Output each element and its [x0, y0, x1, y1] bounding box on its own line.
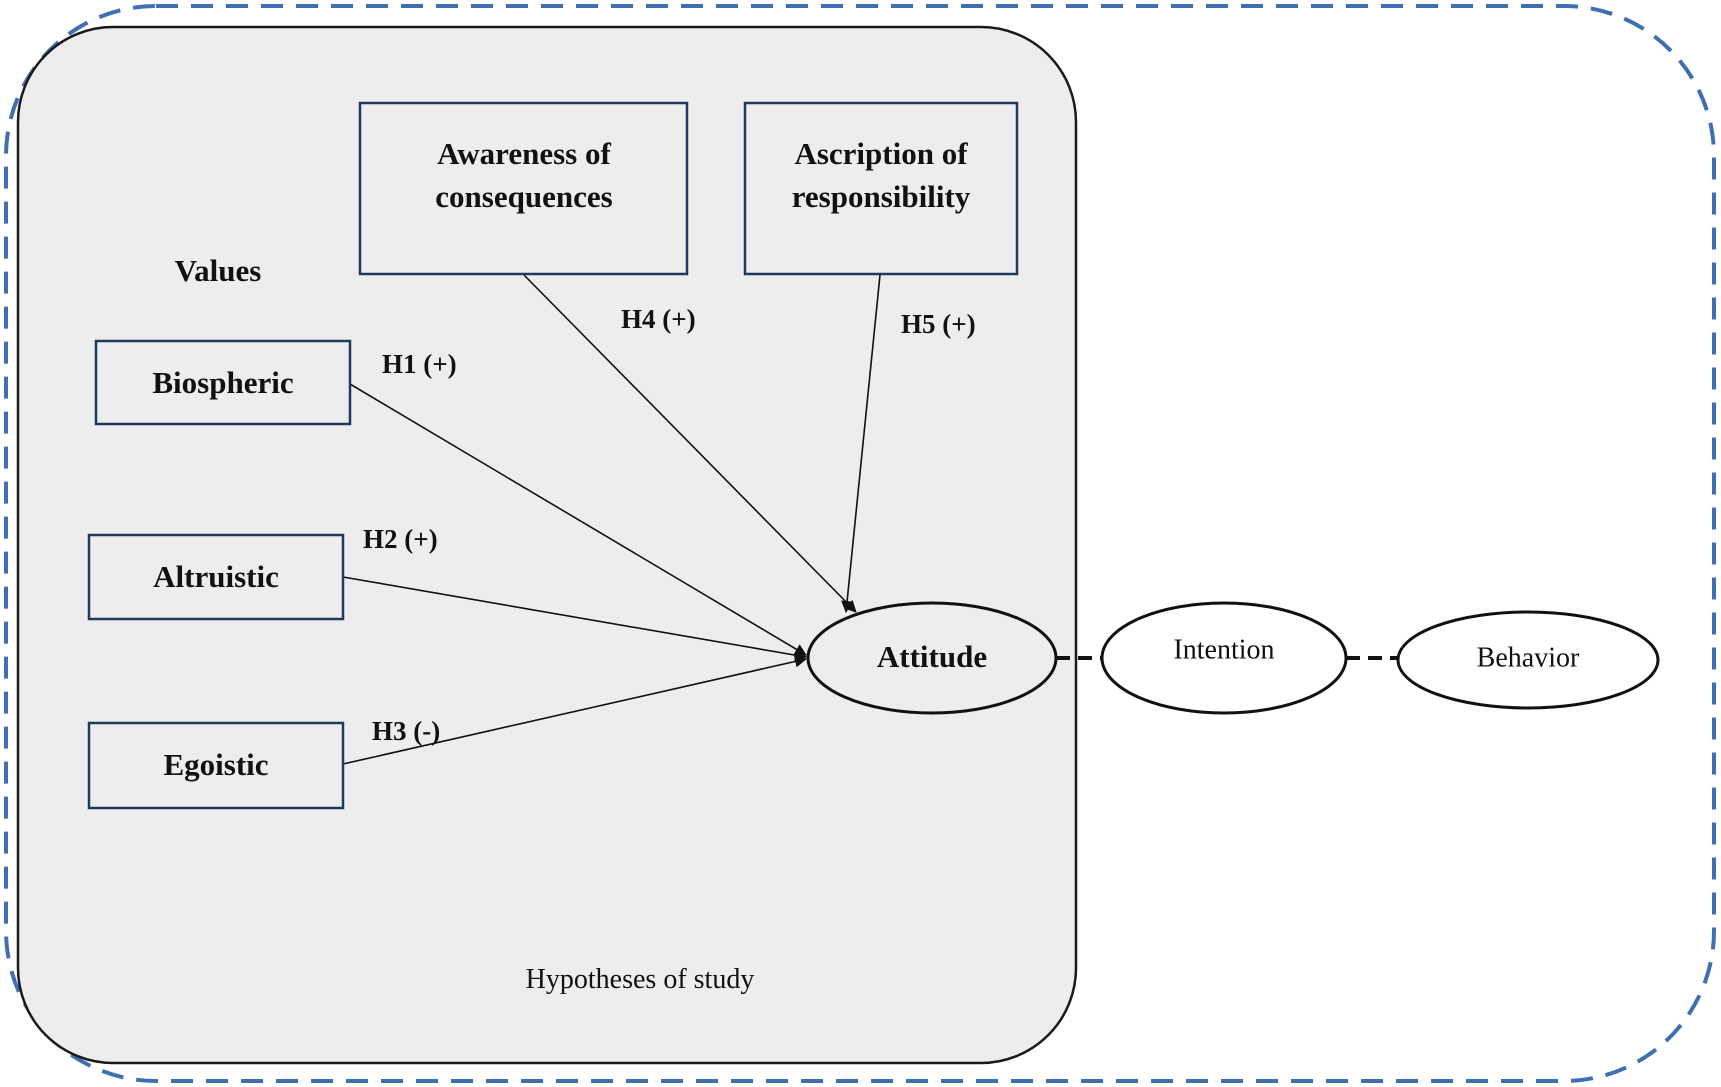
hypothesis-h3-label: H3 (-) [372, 716, 440, 746]
outer-dashed-frame [4, 4, 1716, 1083]
altruistic-box [87, 533, 345, 621]
behavior-ellipse [1396, 610, 1660, 710]
egoistic-label: Egoistic [163, 747, 268, 782]
panel-caption: Hypotheses of study [526, 964, 755, 995]
biospheric-box [94, 339, 352, 426]
hypothesis-h2-label: H2 (+) [363, 524, 438, 554]
arrow-h2-altruistic-attitude [342, 576, 807, 662]
arrow-h4-awareness-attitude [523, 274, 857, 613]
egoistic-box [87, 721, 345, 810]
awareness-line-1: Awareness of [437, 136, 611, 171]
ascription-line-2: responsibility [792, 179, 971, 214]
attitude-ellipse [806, 601, 1058, 715]
arrow-h1-biospheric-attitude [349, 383, 807, 656]
hypothesis-h5-label: H5 (+) [901, 309, 976, 339]
ascription-of-responsibility-box [743, 101, 1019, 276]
awareness-line-2: consequences [435, 179, 612, 214]
attitude-label: Attitude [877, 639, 987, 674]
ascription-line-1: Ascription of [794, 136, 968, 171]
intention-label: Intention [1173, 634, 1274, 665]
hypothesis-h1-label: H1 (+) [382, 349, 457, 379]
behavior-label: Behavior [1477, 642, 1580, 673]
altruistic-label: Altruistic [153, 559, 279, 594]
biospheric-label: Biospheric [152, 365, 293, 400]
arrow-h3-egoistic-attitude [342, 655, 807, 765]
awareness-of-consequences-box [358, 101, 689, 276]
arrow-h5-ascription-attitude [841, 274, 881, 613]
values-group-label: Values [175, 253, 262, 288]
intention-ellipse [1100, 601, 1348, 715]
hypothesis-h4-label: H4 (+) [621, 304, 696, 334]
